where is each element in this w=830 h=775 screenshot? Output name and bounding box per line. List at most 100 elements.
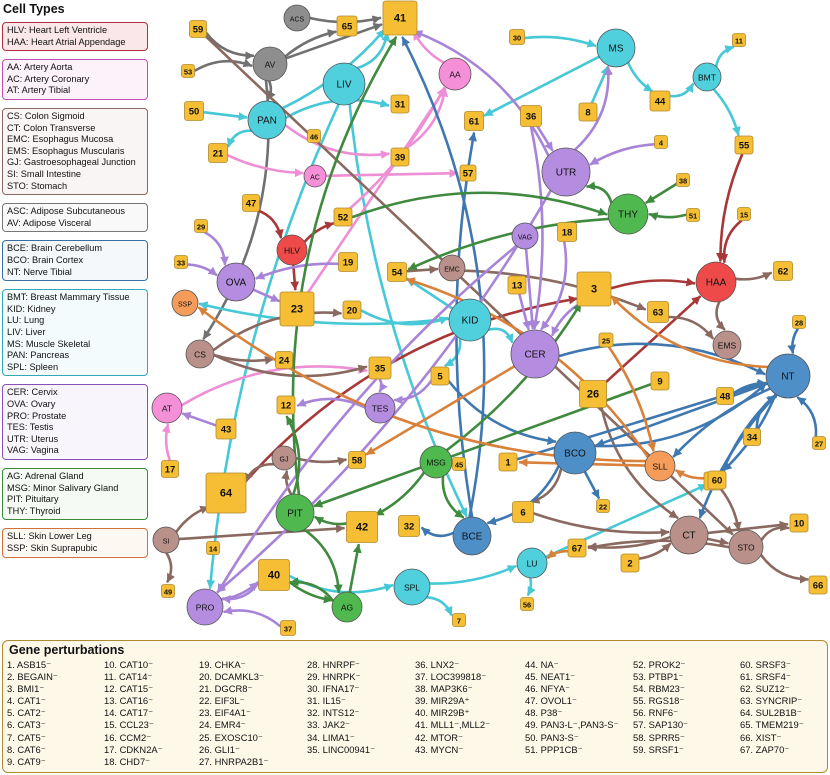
cell-node-GJ[interactable]: GJ (271, 445, 297, 471)
gene-node-2[interactable]: 2 (620, 553, 640, 573)
cell-node-CT[interactable]: CT (669, 515, 709, 555)
cell-node-THY[interactable]: THY (607, 193, 649, 235)
cell-node-EMS[interactable]: EMS (712, 330, 742, 360)
cell-node-SSP[interactable]: SSP (171, 289, 199, 317)
gene-node-61[interactable]: 61 (464, 111, 484, 131)
gene-node-47[interactable]: 47 (242, 194, 260, 212)
gene-node-9[interactable]: 9 (650, 371, 670, 391)
cell-node-SI[interactable]: SI (152, 526, 180, 554)
gene-node-22[interactable]: 22 (596, 499, 610, 513)
cell-node-CS[interactable]: CS (185, 339, 215, 369)
cell-node-NT[interactable]: NT (765, 353, 811, 399)
gene-node-56[interactable]: 56 (520, 597, 534, 611)
gene-node-46[interactable]: 46 (307, 129, 321, 143)
gene-node-53[interactable]: 53 (181, 64, 195, 78)
gene-node-44[interactable]: 44 (649, 90, 671, 112)
cell-node-MSG[interactable]: MSG (419, 445, 453, 479)
gene-node-40[interactable]: 40 (258, 559, 290, 591)
gene-node-59[interactable]: 59 (189, 20, 207, 38)
gene-node-14[interactable]: 14 (206, 541, 220, 555)
gene-node-20[interactable]: 20 (342, 300, 362, 320)
gene-node-48[interactable]: 48 (716, 387, 734, 405)
gene-node-24[interactable]: 24 (275, 351, 293, 369)
gene-node-43[interactable]: 43 (215, 418, 237, 440)
cell-node-AT[interactable]: AT (151, 392, 183, 424)
cell-node-STO[interactable]: STO (728, 529, 764, 565)
gene-node-1[interactable]: 1 (498, 452, 518, 472)
gene-node-30[interactable]: 30 (509, 29, 525, 45)
gene-node-60[interactable]: 60 (707, 470, 727, 490)
gene-node-10[interactable]: 10 (789, 513, 809, 533)
cell-node-OVA[interactable]: OVA (216, 262, 256, 302)
gene-node-6[interactable]: 6 (512, 501, 534, 523)
gene-node-5[interactable]: 5 (430, 366, 450, 386)
cell-node-BCO[interactable]: BCO (553, 431, 597, 475)
cell-node-HAA[interactable]: HAA (695, 261, 737, 303)
gene-node-29[interactable]: 29 (194, 219, 208, 233)
gene-node-54[interactable]: 54 (387, 262, 407, 282)
cell-node-SLL[interactable]: SLL (644, 450, 676, 482)
gene-node-3[interactable]: 3 (576, 271, 612, 307)
gene-node-55[interactable]: 55 (734, 135, 754, 155)
gene-node-8[interactable]: 8 (578, 102, 598, 122)
cell-node-PIT[interactable]: PIT (275, 493, 315, 533)
gene-node-41[interactable]: 41 (382, 0, 418, 36)
gene-node-52[interactable]: 52 (333, 207, 353, 227)
gene-node-28[interactable]: 28 (792, 315, 806, 329)
gene-node-37[interactable]: 37 (280, 620, 296, 636)
gene-node-17[interactable]: 17 (161, 460, 179, 478)
gene-node-63[interactable]: 63 (647, 301, 669, 323)
cell-node-PRO[interactable]: PRO (186, 588, 224, 626)
gene-node-25[interactable]: 25 (598, 332, 614, 348)
gene-node-15[interactable]: 15 (737, 207, 751, 221)
gene-node-13[interactable]: 13 (507, 275, 527, 295)
gene-node-49[interactable]: 49 (161, 584, 175, 598)
gene-node-31[interactable]: 31 (390, 94, 410, 114)
cell-node-BMT[interactable]: BMT (692, 62, 722, 92)
cell-node-HLV[interactable]: HLV (276, 234, 308, 266)
cell-node-AV[interactable]: AV (252, 46, 288, 82)
gene-node-19[interactable]: 19 (338, 252, 358, 272)
cell-node-MS[interactable]: MS (596, 28, 636, 68)
gene-node-57[interactable]: 57 (459, 164, 477, 182)
gene-node-7[interactable]: 7 (452, 613, 466, 627)
cell-node-EMC[interactable]: EMC (438, 254, 466, 282)
cell-node-KID[interactable]: KID (448, 298, 492, 342)
gene-node-4[interactable]: 4 (654, 135, 668, 149)
gene-node-64[interactable]: 64 (205, 472, 247, 514)
gene-node-36[interactable]: 36 (520, 105, 542, 127)
gene-node-34[interactable]: 34 (743, 428, 761, 446)
gene-node-50[interactable]: 50 (184, 101, 204, 121)
cell-node-VAG[interactable]: VAG (511, 222, 539, 250)
gene-node-45[interactable]: 45 (452, 457, 466, 471)
gene-node-39[interactable]: 39 (390, 147, 410, 167)
cell-node-ACS[interactable]: ACS (283, 4, 311, 32)
cell-node-LU[interactable]: LU (516, 547, 548, 579)
cell-node-TES[interactable]: TES (364, 392, 396, 424)
gene-node-35[interactable]: 35 (368, 356, 392, 380)
gene-node-58[interactable]: 58 (348, 451, 366, 469)
gene-node-21[interactable]: 21 (208, 143, 228, 163)
cell-node-LIV[interactable]: LIV (322, 62, 366, 106)
gene-node-38[interactable]: 38 (676, 173, 690, 187)
gene-node-62[interactable]: 62 (773, 261, 793, 281)
gene-node-23[interactable]: 23 (279, 291, 315, 327)
cell-node-PAN[interactable]: PAN (247, 100, 287, 140)
cell-node-AA[interactable]: AA (438, 57, 472, 91)
gene-node-27[interactable]: 27 (812, 436, 826, 450)
gene-node-42[interactable]: 42 (346, 511, 378, 543)
cell-node-CER[interactable]: CER (510, 329, 560, 379)
gene-node-33[interactable]: 33 (174, 255, 188, 269)
gene-node-12[interactable]: 12 (276, 395, 296, 415)
gene-node-65[interactable]: 65 (336, 15, 358, 37)
cell-node-AG[interactable]: AG (331, 591, 363, 623)
cell-node-AC[interactable]: AC (303, 164, 327, 188)
gene-node-26[interactable]: 26 (579, 380, 607, 408)
cell-node-BCE[interactable]: BCE (452, 516, 492, 556)
gene-node-67[interactable]: 67 (567, 538, 587, 558)
gene-node-51[interactable]: 51 (686, 208, 700, 222)
gene-node-66[interactable]: 66 (808, 575, 828, 595)
gene-node-18[interactable]: 18 (557, 222, 577, 242)
cell-node-UTR[interactable]: UTR (541, 147, 591, 197)
gene-node-32[interactable]: 32 (398, 515, 420, 537)
